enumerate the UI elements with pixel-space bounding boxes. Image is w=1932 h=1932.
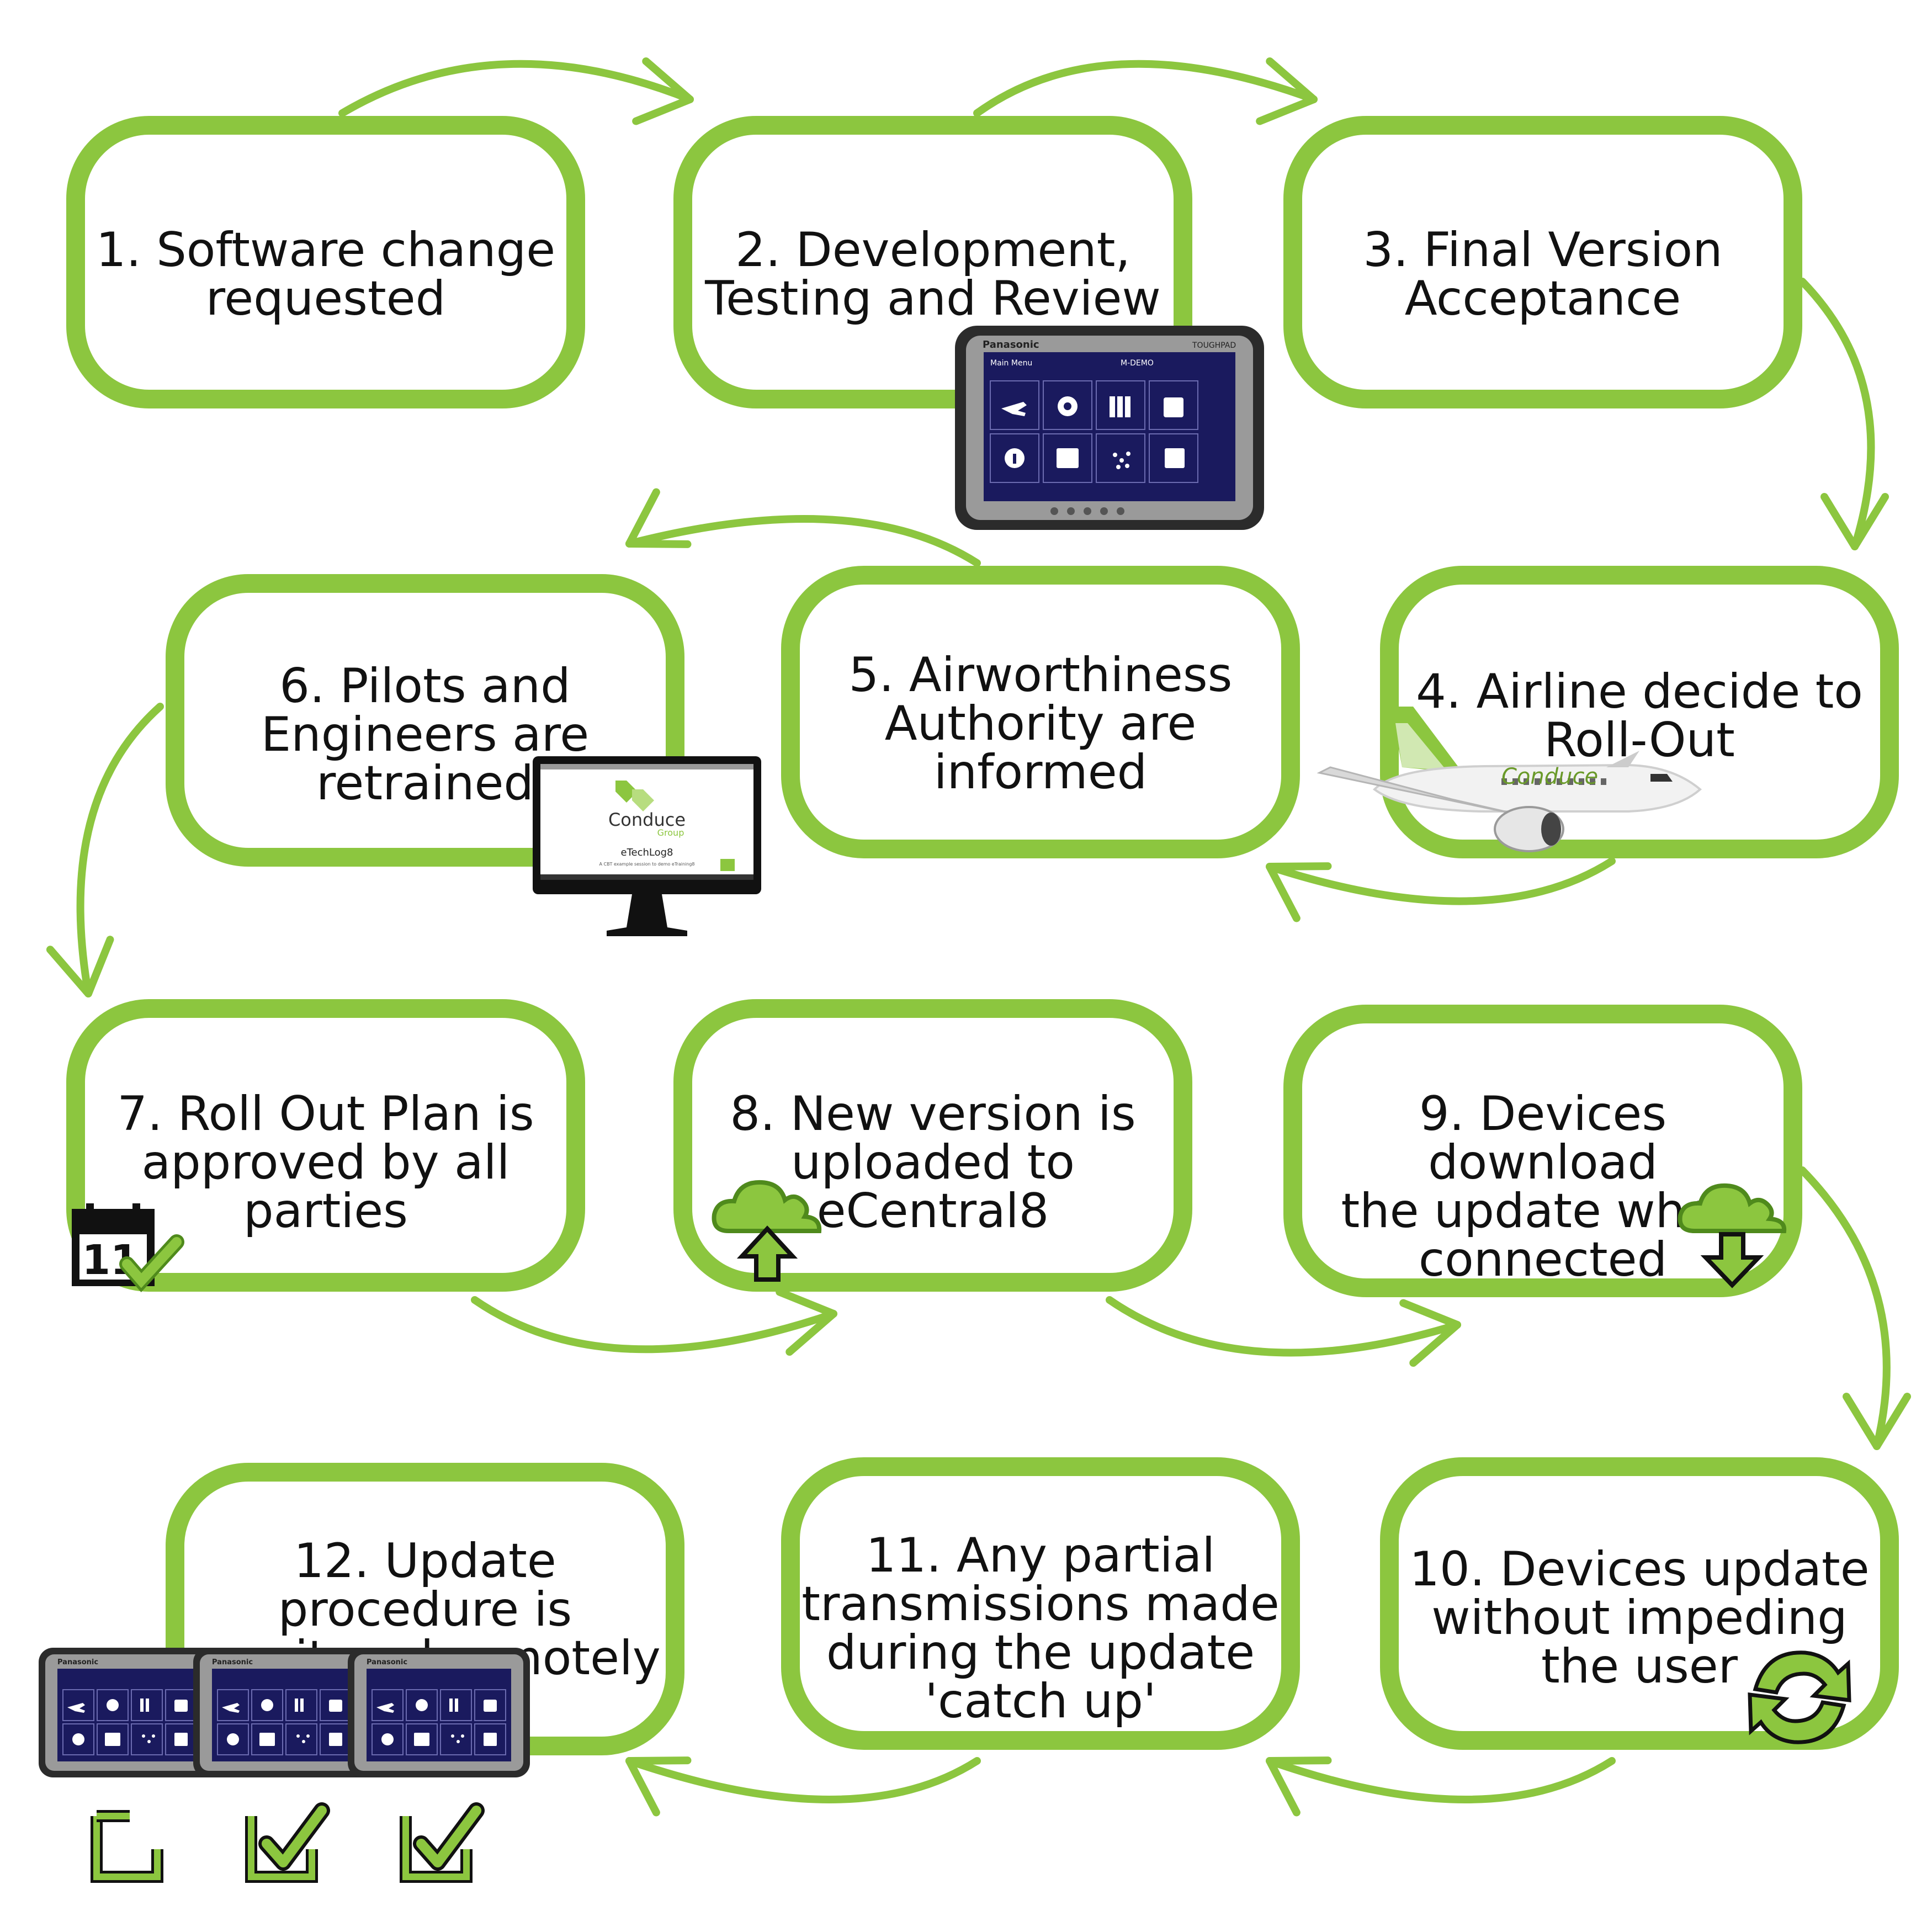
cloud-upload-icon <box>712 1180 822 1282</box>
arrow-up <box>736 1225 798 1282</box>
calendar-check-icon: 11 <box>72 1203 184 1293</box>
flow-arrow-head-2 <box>1256 57 1318 125</box>
flow-arrow-10 <box>1266 1757 1616 1803</box>
tablet-brand: Panasonic <box>57 1658 98 1666</box>
step-box-7: 7. Roll Out Plan is approved by all part… <box>66 999 585 1292</box>
tablet-screen <box>984 352 1235 501</box>
flow-arrow-7 <box>471 1296 837 1354</box>
step-label-10: 10. Devices update without impeding the … <box>1409 1542 1870 1694</box>
step-label-2: 2. Development, Testing and Review <box>705 222 1161 326</box>
flow-arrow-head-6 <box>46 936 114 997</box>
flow-arrow-head-11 <box>625 1756 692 1817</box>
monitor-sub: Group <box>657 827 684 838</box>
step-label-3: 3. Final Version Acceptance <box>1363 222 1723 326</box>
step-label-7: 7. Roll Out Plan is approved by all part… <box>117 1086 534 1239</box>
flow-arrow-6 <box>76 703 164 997</box>
tablet-tag: TOUGHPAD <box>1192 341 1236 350</box>
refresh-arrow-bottom <box>1748 1692 1846 1744</box>
flow-arrow-4 <box>1266 857 1616 905</box>
aircraft-icon: Conduce <box>1317 707 1702 852</box>
flow-arrow-head-8 <box>1399 1299 1461 1367</box>
checkbox-group <box>91 1802 485 1883</box>
step-label-6: 6. Pilots and Engineers are retrained <box>261 659 590 811</box>
refresh-icon <box>1748 1650 1851 1744</box>
flow-arrow-3 <box>1798 278 1875 550</box>
step-label-8: 8. New version is uploaded to eCentral8 <box>730 1086 1136 1239</box>
aircraft-wing <box>1317 766 1530 818</box>
checkbox-icon <box>245 1802 330 1883</box>
monitor-brand: Conduce <box>608 809 686 830</box>
step-label-4: 4. Airline decide to Roll-Out <box>1416 664 1863 768</box>
cloud-shape <box>1678 1183 1787 1233</box>
flow-arrow-head-4 <box>1266 862 1332 922</box>
flow-arrow-head-10 <box>1266 1756 1332 1817</box>
flow-arrow-11 <box>625 1757 981 1803</box>
aircraft-livery: Conduce <box>1501 764 1598 789</box>
flow-arrow-head-9 <box>1843 1393 1911 1450</box>
flow-arrow-1 <box>338 60 694 117</box>
flow-arrow-2 <box>973 60 1318 117</box>
monitor-caption: A CBT example session to demo eTraining8 <box>599 862 694 867</box>
flow-arrow-head-7 <box>776 1288 837 1356</box>
flow-arrow-head-3 <box>1820 493 1889 550</box>
flow-arrow-head-1 <box>632 57 694 125</box>
tablet-brand: Panasonic <box>212 1658 253 1666</box>
step-box-1: 1. Software change requested <box>66 116 585 408</box>
step-box-10: 10. Devices update without impeding the … <box>1380 1457 1899 1750</box>
tablet-icon: Panasonic <box>348 1648 530 1777</box>
tablet-icon: Panasonic TOUGHPAD Main Menu M-DEMO <box>955 326 1264 530</box>
monitor-stand <box>607 894 687 936</box>
flow-arrow-5 <box>625 515 981 567</box>
tablet-screen-title: Main Menu <box>990 359 1032 368</box>
step-label-11: 11. Any partial transmissions made durin… <box>802 1528 1280 1729</box>
step-box-3: 3. Final Version Acceptance <box>1283 116 1802 408</box>
monitor-title: eTechLog8 <box>621 847 673 858</box>
tablet-status: M-DEMO <box>1121 359 1154 368</box>
step-label-9: 9. Devices download the update when conn… <box>1341 1086 1744 1287</box>
step-box-9: 9. Devices download the update when conn… <box>1283 1005 1802 1297</box>
refresh-arrow-top <box>1753 1650 1851 1702</box>
step-box-4: 4. Airline decide to Roll-Out <box>1380 566 1899 858</box>
step-box-5: 5. Airworthiness Authority are informed <box>781 566 1300 858</box>
step-label-5: 5. Airworthiness Authority are informed <box>848 647 1233 800</box>
arrow-down <box>1700 1232 1764 1288</box>
checkbox-icon <box>91 1810 163 1883</box>
tablet-icon: Panasonic <box>39 1648 221 1777</box>
checkbox-icon <box>400 1802 485 1883</box>
tablet-brand: Panasonic <box>367 1658 407 1666</box>
monitor-screen <box>540 764 753 880</box>
monitor-icon: Conduce Group eTechLog8 A CBT example se… <box>533 756 761 936</box>
cloud-download-icon <box>1678 1183 1787 1288</box>
tablet-brand: Panasonic <box>983 339 1039 351</box>
flow-arrow-9 <box>1798 1166 1891 1450</box>
cloud-shape <box>712 1180 822 1233</box>
step-box-11: 11. Any partial transmissions made durin… <box>781 1457 1300 1750</box>
step-label-1: 1. Software change requested <box>95 222 556 326</box>
flow-arrow-8 <box>1106 1296 1461 1357</box>
tablet-icon: Panasonic <box>193 1648 375 1777</box>
flow-arrow-head-5 <box>625 488 692 548</box>
tablet-group: Panasonic Panasonic Panasonic <box>39 1648 530 1777</box>
